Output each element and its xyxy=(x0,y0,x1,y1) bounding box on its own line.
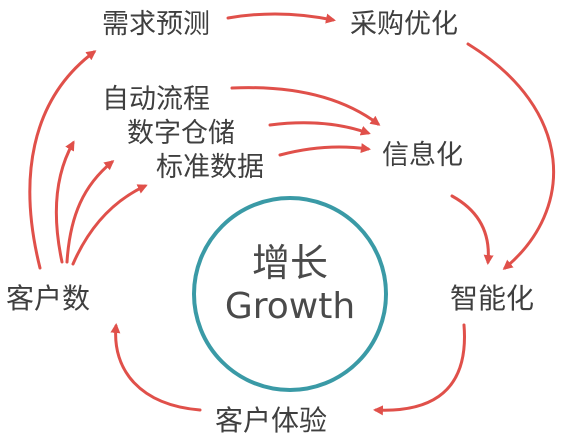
arrow-customercount-to-demand xyxy=(28,50,97,270)
center-title-en: Growth xyxy=(225,286,355,327)
center-title-zh: 增长 xyxy=(252,241,328,285)
node-demand-forecast: 需求预测 xyxy=(102,9,210,40)
node-procurement-optimization: 采购优化 xyxy=(350,9,458,40)
growth-center-circle xyxy=(192,196,388,392)
arrow-standarddata-to-informatization xyxy=(278,143,371,157)
node-standard-data: 标准数据 xyxy=(156,152,264,183)
arrow-automated-to-informatization xyxy=(230,86,381,126)
node-intelligentization: 智能化 xyxy=(450,282,534,315)
arrow-customercount-to-automated xyxy=(54,140,75,264)
arrow-informatization-to-intelligent xyxy=(450,194,494,265)
arrow-demand-to-procurement xyxy=(226,12,336,24)
node-customer-experience: 客户体验 xyxy=(215,404,327,437)
arrow-experience-to-customercount xyxy=(110,323,202,412)
arrow-intelligent-to-experience xyxy=(373,323,466,416)
arrows xyxy=(28,12,556,416)
node-automated-process: 自动流程 xyxy=(102,84,210,115)
node-customer-count: 客户数 xyxy=(6,282,90,315)
node-informatization: 信息化 xyxy=(382,140,463,171)
node-digital-warehousing: 数字仓储 xyxy=(127,118,235,149)
arrow-customercount-to-warehousing xyxy=(65,160,115,264)
arrow-customercount-to-standarddata xyxy=(71,184,148,266)
arrow-warehousing-to-informatization xyxy=(268,121,371,136)
arrow-procurement-to-intelligent xyxy=(466,42,556,270)
